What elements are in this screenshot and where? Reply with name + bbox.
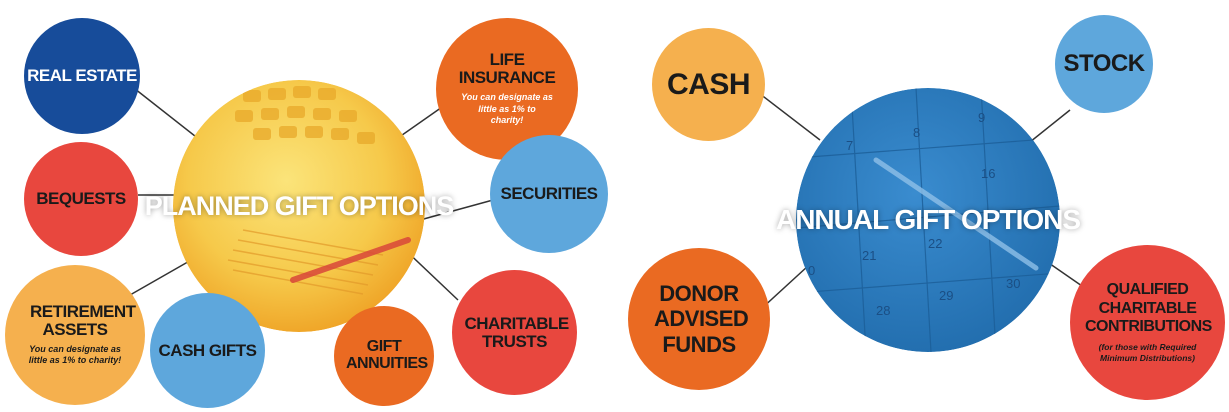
bequests-label: BEQUESTS (36, 189, 126, 209)
cash-gifts-node: CASH GIFTS (150, 293, 265, 408)
life-insurance-node: LIFE INSURANCE You can designate as litt… (436, 18, 578, 160)
life-insurance-note: You can designate as little as 1% to cha… (461, 91, 553, 126)
real-estate-label: REAL ESTATE (27, 66, 137, 86)
life-insurance-label: LIFE INSURANCE (458, 50, 556, 87)
retirement-assets-node: RETIREMENT ASSETS You can designate as l… (5, 265, 145, 405)
calendar-number: 7 (846, 138, 854, 153)
calculator-photo (173, 80, 425, 332)
calendar-number: 16 (981, 166, 996, 181)
securities-label: SECURITIES (500, 184, 598, 204)
calendar-number: 21 (862, 248, 877, 263)
cash-gifts-label: CASH GIFTS (158, 340, 257, 360)
calendar-number: 8 (913, 125, 921, 140)
calendar-number: 0 (808, 263, 816, 278)
retirement-assets-label: RETIREMENT ASSETS (30, 301, 136, 339)
calendar-number: 29 (939, 288, 954, 303)
connector-securities (419, 199, 494, 221)
calendar-number: 22 (928, 236, 943, 251)
calendar-photo (796, 88, 1060, 352)
securities-node: SECURITIES (490, 135, 608, 253)
connector-life-insurance (394, 104, 446, 141)
donor-advised-funds-label: DONOR ADVISED FUNDS (654, 281, 749, 357)
retirement-assets-note: You can designate as little as 1% to cha… (28, 343, 122, 366)
calendar-number: 9 (978, 110, 986, 125)
calendar-number: 28 (876, 303, 891, 318)
connector-real-estate (129, 84, 201, 141)
gift-annuities-node: GIFT ANNUITIES (334, 306, 434, 406)
annual-gift-options-hub: 7 8 9 16 21 22 0 28 29 30 ANNUAL GIFT OP… (776, 88, 1081, 352)
cash-node: CASH (652, 28, 765, 141)
qualified-charitable-contributions-node: QUALIFIED CHARITABLE CONTRIBUTIONS (for … (1070, 245, 1225, 400)
stock-node: STOCK (1055, 15, 1153, 113)
calendar-number: 30 (1006, 276, 1021, 291)
annual-gift-options-title: ANNUAL GIFT OPTIONS (775, 204, 1081, 235)
gift-annuities-label: GIFT ANNUITIES (346, 338, 428, 372)
qualified-charitable-contributions-label: QUALIFIED CHARITABLE CONTRIBUTIONS (1085, 281, 1212, 336)
planned-gift-options-title: PLANNED GIFT OPTIONS (144, 190, 455, 221)
charitable-trusts-label: CHARITABLE TRUSTS (464, 313, 570, 351)
charitable-trusts-node: CHARITABLE TRUSTS (452, 270, 577, 395)
planned-gift-options-hub: PLANNED GIFT OPTIONS (145, 80, 454, 332)
donor-advised-funds-node: DONOR ADVISED FUNDS (628, 248, 770, 390)
bequests-node: BEQUESTS (24, 142, 138, 256)
stock-label: STOCK (1063, 50, 1145, 78)
real-estate-node: REAL ESTATE (24, 18, 140, 134)
qualified-charitable-contributions-note: (for those with Required Minimum Distrib… (1098, 341, 1197, 363)
connector-cash (754, 89, 821, 141)
cash-label: CASH (666, 67, 751, 101)
